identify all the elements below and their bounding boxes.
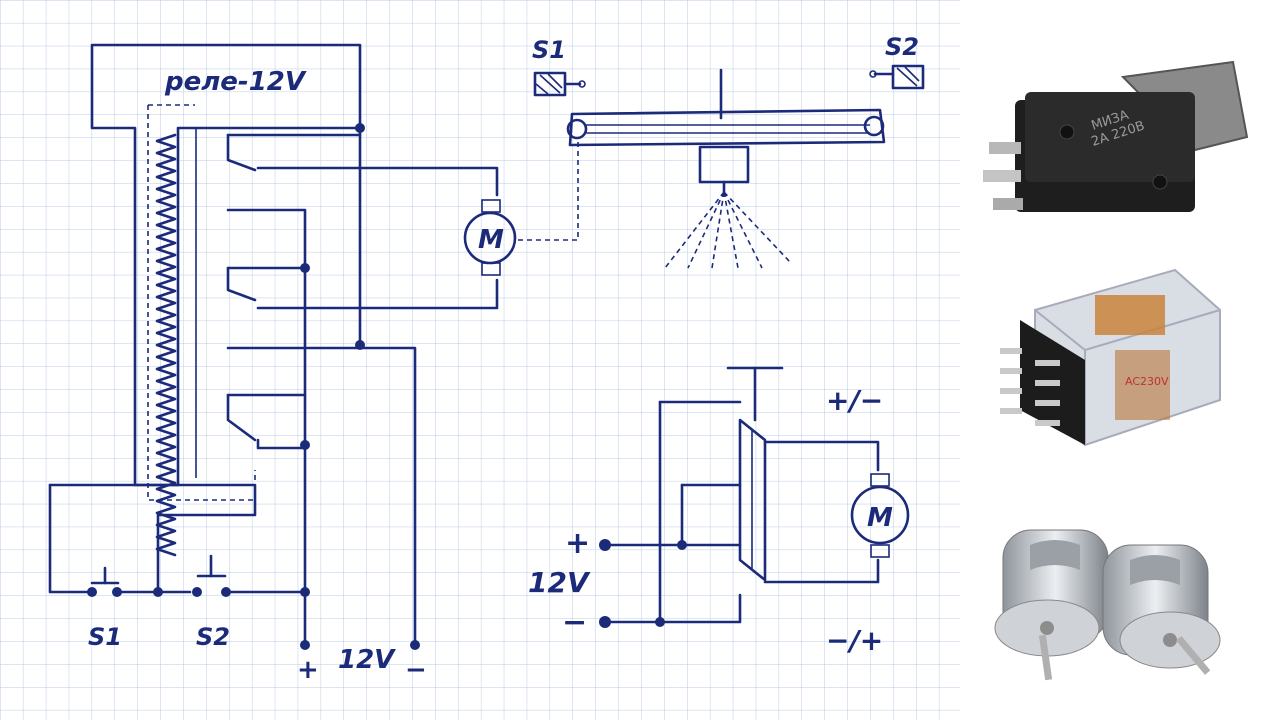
motor-symbol: M: [463, 199, 517, 276]
relay-image: AC230V: [1000, 268, 1221, 447]
sprayer-mechanism: S1 S2: [532, 33, 925, 269]
microswitch-image: МИЗА 2A 220В: [983, 60, 1249, 212]
reversing-switch-circuit: M + 12V − +/− −/+: [528, 366, 910, 657]
minus-terminal-label: −: [405, 655, 427, 685]
graph-paper-background: [0, 0, 960, 720]
relay-photo: AC230V: [975, 250, 1255, 450]
input-plus-label: +: [565, 526, 590, 561]
svg-text:M: M: [478, 225, 504, 255]
dc-motors-photo: [975, 500, 1255, 700]
relay-label: реле-12V: [164, 67, 307, 97]
limit-switch-s2-label: S2: [885, 33, 919, 61]
relay-marking: AC230V: [1125, 375, 1169, 388]
supply-voltage-label: 12V: [338, 645, 396, 675]
hand-drawn-schematic: реле-12V: [0, 0, 960, 720]
motor-left: [994, 529, 1109, 681]
switch-s2-label: S2: [196, 623, 230, 651]
input-voltage-label: 12V: [528, 566, 591, 599]
svg-text:M: M: [867, 503, 893, 533]
motor-right: [1102, 544, 1221, 675]
motor-symbol-reverse: M: [850, 473, 910, 558]
limit-switch-s1-label: S1: [532, 36, 566, 64]
motors-image: [994, 529, 1221, 681]
input-minus-label: −: [562, 605, 587, 640]
switch-s1-label: S1: [88, 623, 122, 651]
microswitch-photo: МИЗА 2A 220В: [975, 22, 1255, 222]
relay-circuit: реле-12V: [48, 43, 579, 685]
polarity-bottom-label: −/+: [826, 624, 883, 657]
polarity-top-label: +/−: [826, 384, 883, 417]
plus-terminal-label: +: [297, 655, 319, 685]
